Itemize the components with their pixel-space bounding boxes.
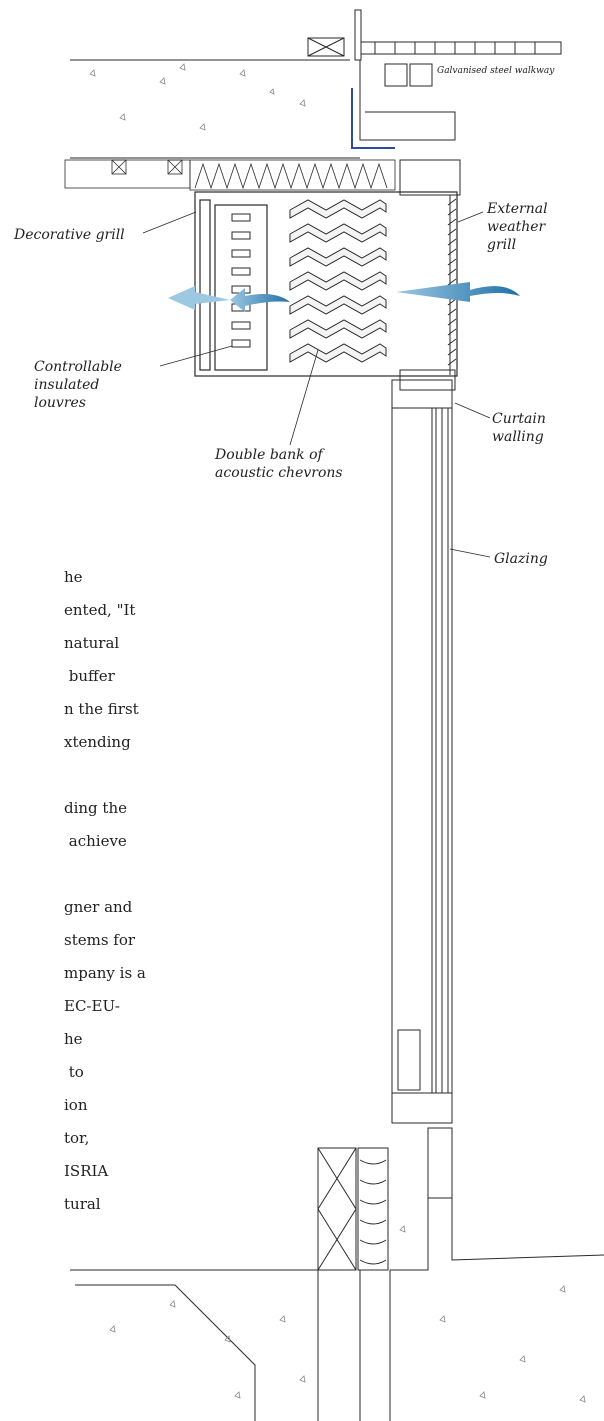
body-text-line: natural	[64, 634, 120, 652]
curtain-walling-label: Curtain walling	[492, 411, 546, 445]
body-text-line: he	[64, 1030, 83, 1048]
airflow-arrow-inner	[168, 286, 230, 310]
body-text-line: tural	[64, 1195, 101, 1213]
external-grill	[399, 159, 461, 391]
body-text-line: mpany is a	[64, 964, 146, 982]
airflow-arrow-middle	[230, 288, 290, 312]
flashing-blue	[351, 88, 395, 149]
body-text-line: ISRIA	[64, 1162, 109, 1180]
chevrons-label: Double bank of acoustic chevrons	[215, 447, 343, 481]
body-text-line: he	[64, 568, 83, 586]
body-text-line: ding the	[64, 799, 127, 817]
base-insulation	[317, 1127, 453, 1271]
glazing-label: Glazing	[494, 551, 548, 567]
decorative-grill-label: Decorative grill	[14, 227, 125, 243]
airflow-arrow-outer	[396, 282, 520, 302]
acoustic-chevrons	[289, 199, 387, 363]
external-grill-label: External weather grill	[487, 201, 548, 253]
concrete-hatch	[89, 63, 306, 131]
insulation-strip	[64, 159, 396, 191]
walkway-structure	[70, 9, 562, 159]
body-text-line: buffer	[64, 667, 115, 685]
walkway-label: Galvanised steel walkway	[437, 66, 555, 76]
foundation	[70, 1198, 604, 1421]
body-text-line: n the first	[64, 700, 139, 718]
louvres-label: Controllable insulated louvres	[34, 359, 122, 411]
body-text-line: ented, "It	[64, 601, 136, 619]
body-text-line: ion	[64, 1096, 88, 1114]
body-text-line: achieve	[64, 832, 127, 850]
body-text-line: tor,	[64, 1129, 90, 1147]
body-text-line: gner and	[64, 898, 133, 916]
leader-lines	[142, 211, 491, 558]
curtain-wall	[391, 379, 453, 1124]
louvre-blades	[231, 213, 251, 348]
body-text-line: EC-EU-	[64, 997, 120, 1015]
body-text-line: stems for	[64, 931, 136, 949]
foundation-hatch	[109, 1225, 586, 1403]
body-text-line: to	[64, 1063, 84, 1081]
body-text-line: xtending	[64, 733, 131, 751]
